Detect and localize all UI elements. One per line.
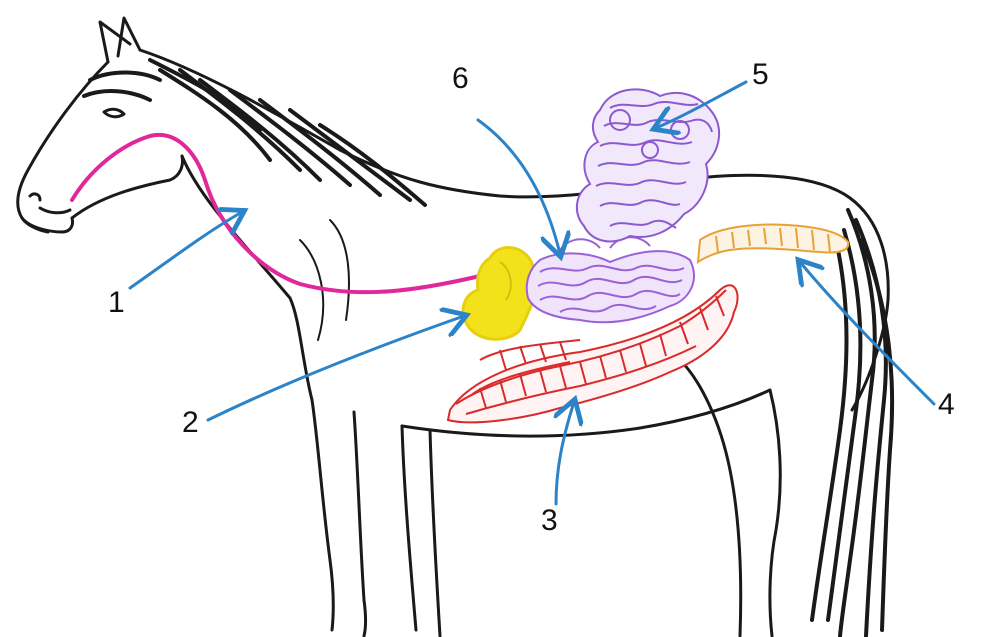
label-4: 4 [938,390,955,420]
label-2: 2 [182,408,199,438]
arrow-6 [478,120,560,254]
arrow-3 [556,402,574,504]
label-6: 6 [452,64,469,94]
esophagus [72,135,480,292]
cecum [577,89,719,241]
label-5: 5 [752,60,769,90]
tail [812,210,892,636]
horse-outline [18,18,889,636]
mane [84,60,425,205]
small-intestine [527,237,694,322]
stomach [463,248,536,340]
label-1: 1 [108,288,125,318]
small-colon [698,225,848,262]
arrow-1 [130,212,242,288]
arrow-2 [208,316,464,420]
label-3: 3 [541,506,558,536]
